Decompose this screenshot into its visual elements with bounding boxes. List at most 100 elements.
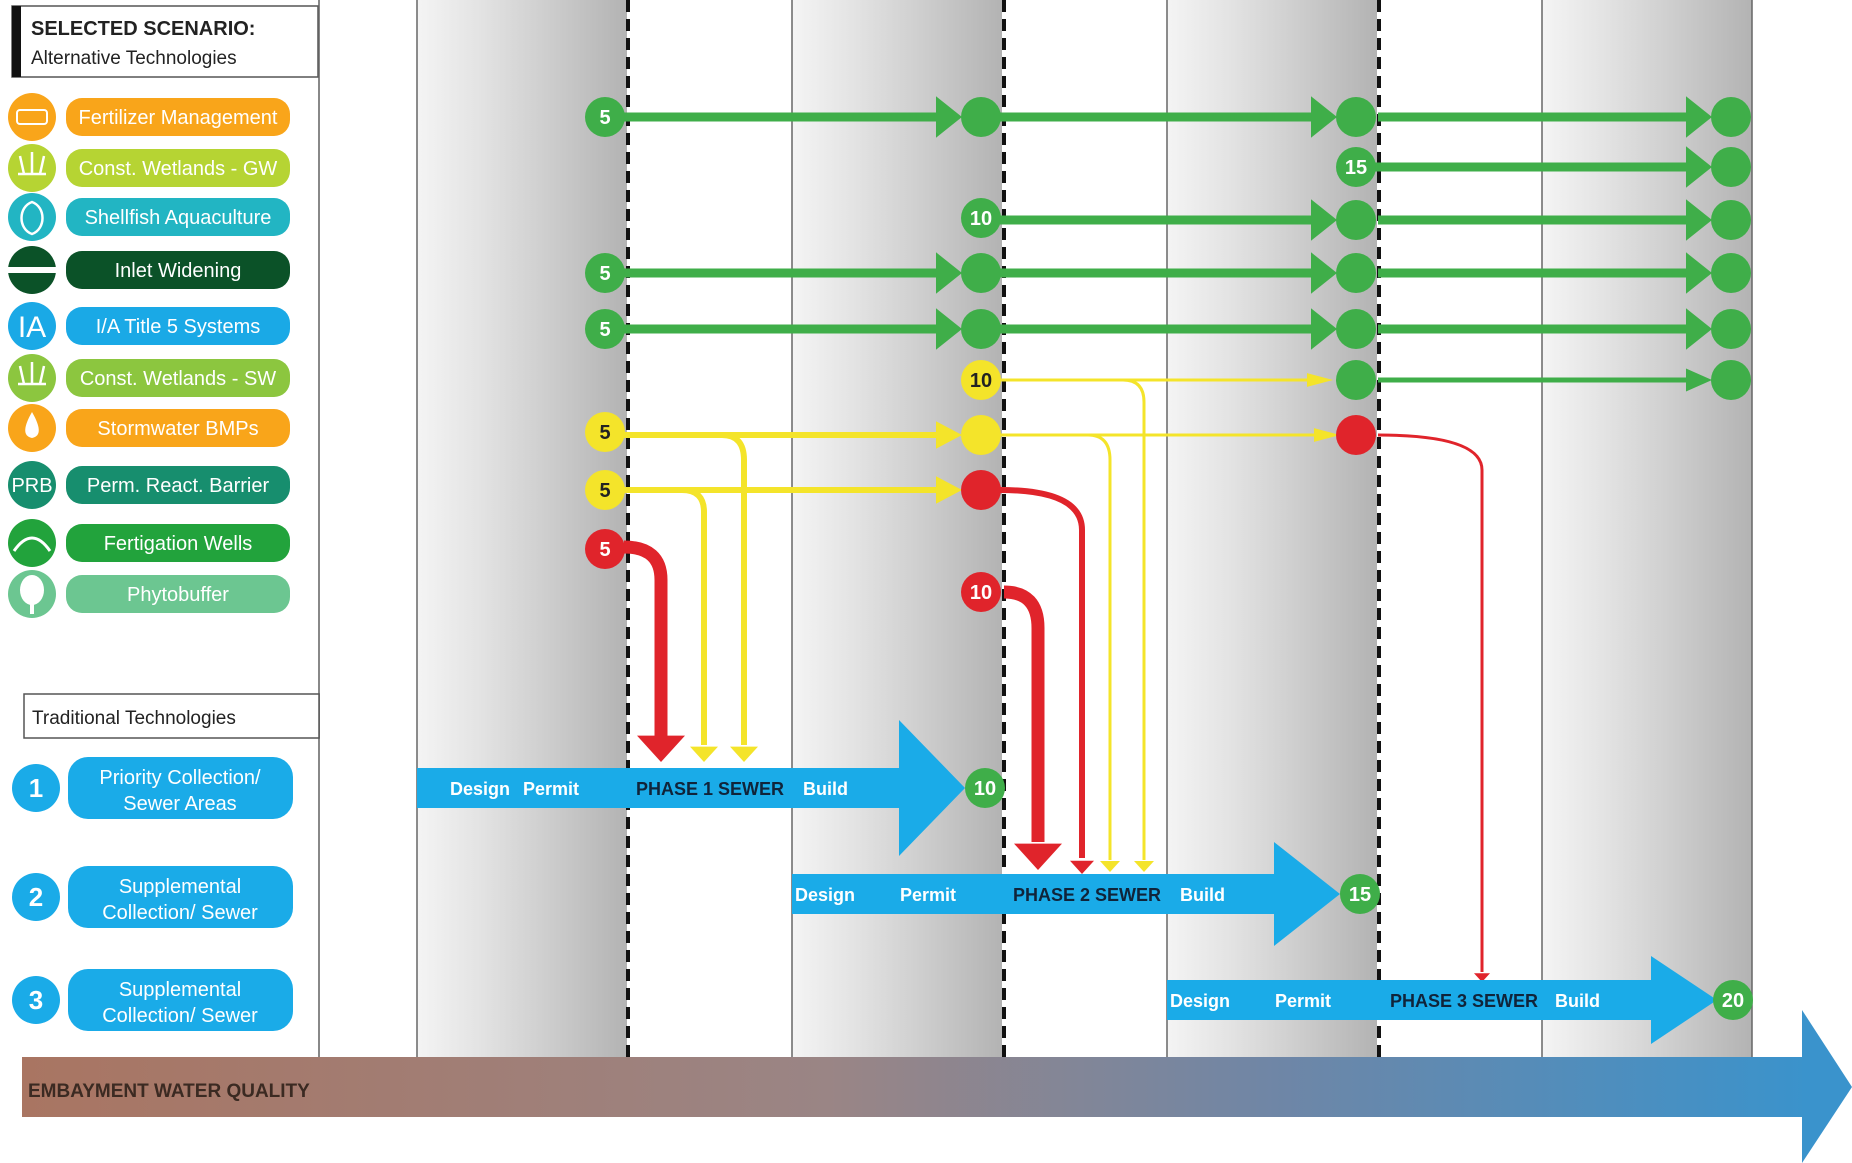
alt-tech-pill [66,98,290,136]
alt-tech-label: Inlet Widening [115,260,242,282]
alt-tech-pill [66,409,290,447]
flow-prb-drop [681,487,718,762]
marker-fertilizer-p1 [961,97,1001,137]
marker-inlet-p3 [1711,253,1751,293]
marker-ia-p2 [1336,309,1376,349]
marker-prb-start: 5 [585,470,625,510]
flow-wetland-sw-yellow [1000,373,1333,387]
flow-ia-3 [1378,308,1712,350]
alt-tech-9: Fertigation Wells [8,519,290,567]
marker-wetland-sw-p2 [1336,360,1376,400]
marker-inlet-p1 [961,253,1001,293]
marker-wetland-gw-end [1711,147,1751,187]
alt-tech-label: I/A Title 5 Systems [96,316,261,338]
time-band-3 [1167,0,1377,1115]
svg-text:PRB: PRB [11,475,52,497]
alt-tech-label: Phytobuffer [127,584,229,606]
marker-stormwater-start: 5 [585,412,625,452]
marker-stormwater-start-label: 5 [599,422,610,444]
marker-ia-start-label: 5 [599,319,610,341]
traditional-label-line1: Supplemental [119,979,241,1001]
marker-fertilizer-start-label: 5 [599,107,610,129]
flow-inlet-2 [1000,252,1337,294]
alt-tech-label: Const. Wetlands - SW [80,368,276,390]
flow-prb-red-drop [999,487,1094,874]
fertigation-icon [8,519,56,567]
traditional-pill [68,866,293,928]
water-quality-bar: EMBAYMENT WATER QUALITY [22,1010,1852,1163]
flow-wetland-sw [1378,368,1712,392]
marker-wetland-sw-start-label: 10 [970,370,992,392]
scenario-heading: SELECTED SCENARIO: [31,18,255,40]
marker-phase1-end: 10 [965,768,1005,808]
marker-stormwater-p1 [961,415,1001,455]
time-band-2 [792,0,1002,1115]
timeline-markers: 5 15 10 5 5 10 5 5 5 10 10 15 20 [585,97,1753,1020]
inlet-icon [8,246,56,294]
marker-phase3-end-label: 20 [1722,990,1744,1012]
flow-ia-2 [1000,308,1337,350]
marker-fertilizer-p2 [1336,97,1376,137]
marker-shellfish-start-label: 10 [970,208,992,230]
flow-stormwater-red-drop [1377,433,1490,982]
marker-shellfish-p3 [1711,200,1751,240]
marker-phase2-end: 15 [1340,874,1380,914]
wetland-sw-icon [8,354,56,402]
fertilizer-icon [8,93,56,141]
phase-design-label: Design [795,885,855,905]
alt-tech-pill [66,524,290,562]
alt-tech-pill [66,575,290,613]
flow-inlet-1 [622,252,962,294]
alt-tech-label: Fertigation Wells [104,533,253,555]
marker-wetland-sw-start: 10 [961,360,1001,400]
marker-ia-p3 [1711,309,1751,349]
phase-permit-label: Permit [900,885,956,905]
marker-fertilizer-start: 5 [585,97,625,137]
traditional-label-line1: Supplemental [119,876,241,898]
marker-fertigation-p2-start-label: 10 [970,582,992,604]
traditional-heading: Traditional Technologies [32,708,236,729]
marker-prb-start-label: 5 [599,480,610,502]
sewer-phase-arrow [1167,956,1717,1044]
alt-tech-5: IA I/A Title 5 Systems [8,302,290,350]
phase-name-label: PHASE 2 SEWER [1013,885,1161,905]
svg-text:IA: IA [18,311,46,344]
alt-tech-6: Const. Wetlands - SW [8,354,290,402]
wetland-gw-icon [8,144,56,192]
marker-fertilizer-p3 [1711,97,1751,137]
traditional-number: 3 [29,985,43,1015]
traditional-pill [68,969,293,1031]
marker-shellfish-start: 10 [961,198,1001,238]
selected-scenario-box: SELECTED SCENARIO: Alternative Technolog… [11,5,319,78]
phytobuffer-icon [8,570,56,618]
marker-wetland-gw-start-label: 15 [1345,157,1367,179]
phase-build-label: Build [1555,991,1600,1011]
marker-fertigation-start-label: 5 [599,539,610,561]
sewer-phase-arrow [417,720,965,856]
flow-stormwater-drop [721,432,758,762]
flow-stormwater-2 [1000,428,1340,442]
alt-tech-2: Const. Wetlands - GW [8,144,290,192]
alt-tech-label: Shellfish Aquaculture [85,207,272,229]
marker-wetland-sw-p3 [1711,360,1751,400]
phase-name-label: PHASE 3 SEWER [1390,991,1538,1011]
flow-shellfish-2 [1378,199,1712,241]
alt-tech-pill [66,149,290,187]
stormwater-icon [8,404,56,452]
water-quality-label: EMBAYMENT WATER QUALITY [28,1081,310,1102]
time-band-4 [1542,0,1752,1115]
flow-stormwater-drop-2 [1087,433,1120,872]
alt-tech-label: Perm. React. Barrier [87,475,270,497]
alt-tech-pill [66,198,290,236]
flow-fertigation-p2-drop [1003,585,1062,870]
marker-inlet-start: 5 [585,253,625,293]
alt-tech-4: Inlet Widening [8,246,290,294]
flow-shellfish-1 [998,199,1337,241]
